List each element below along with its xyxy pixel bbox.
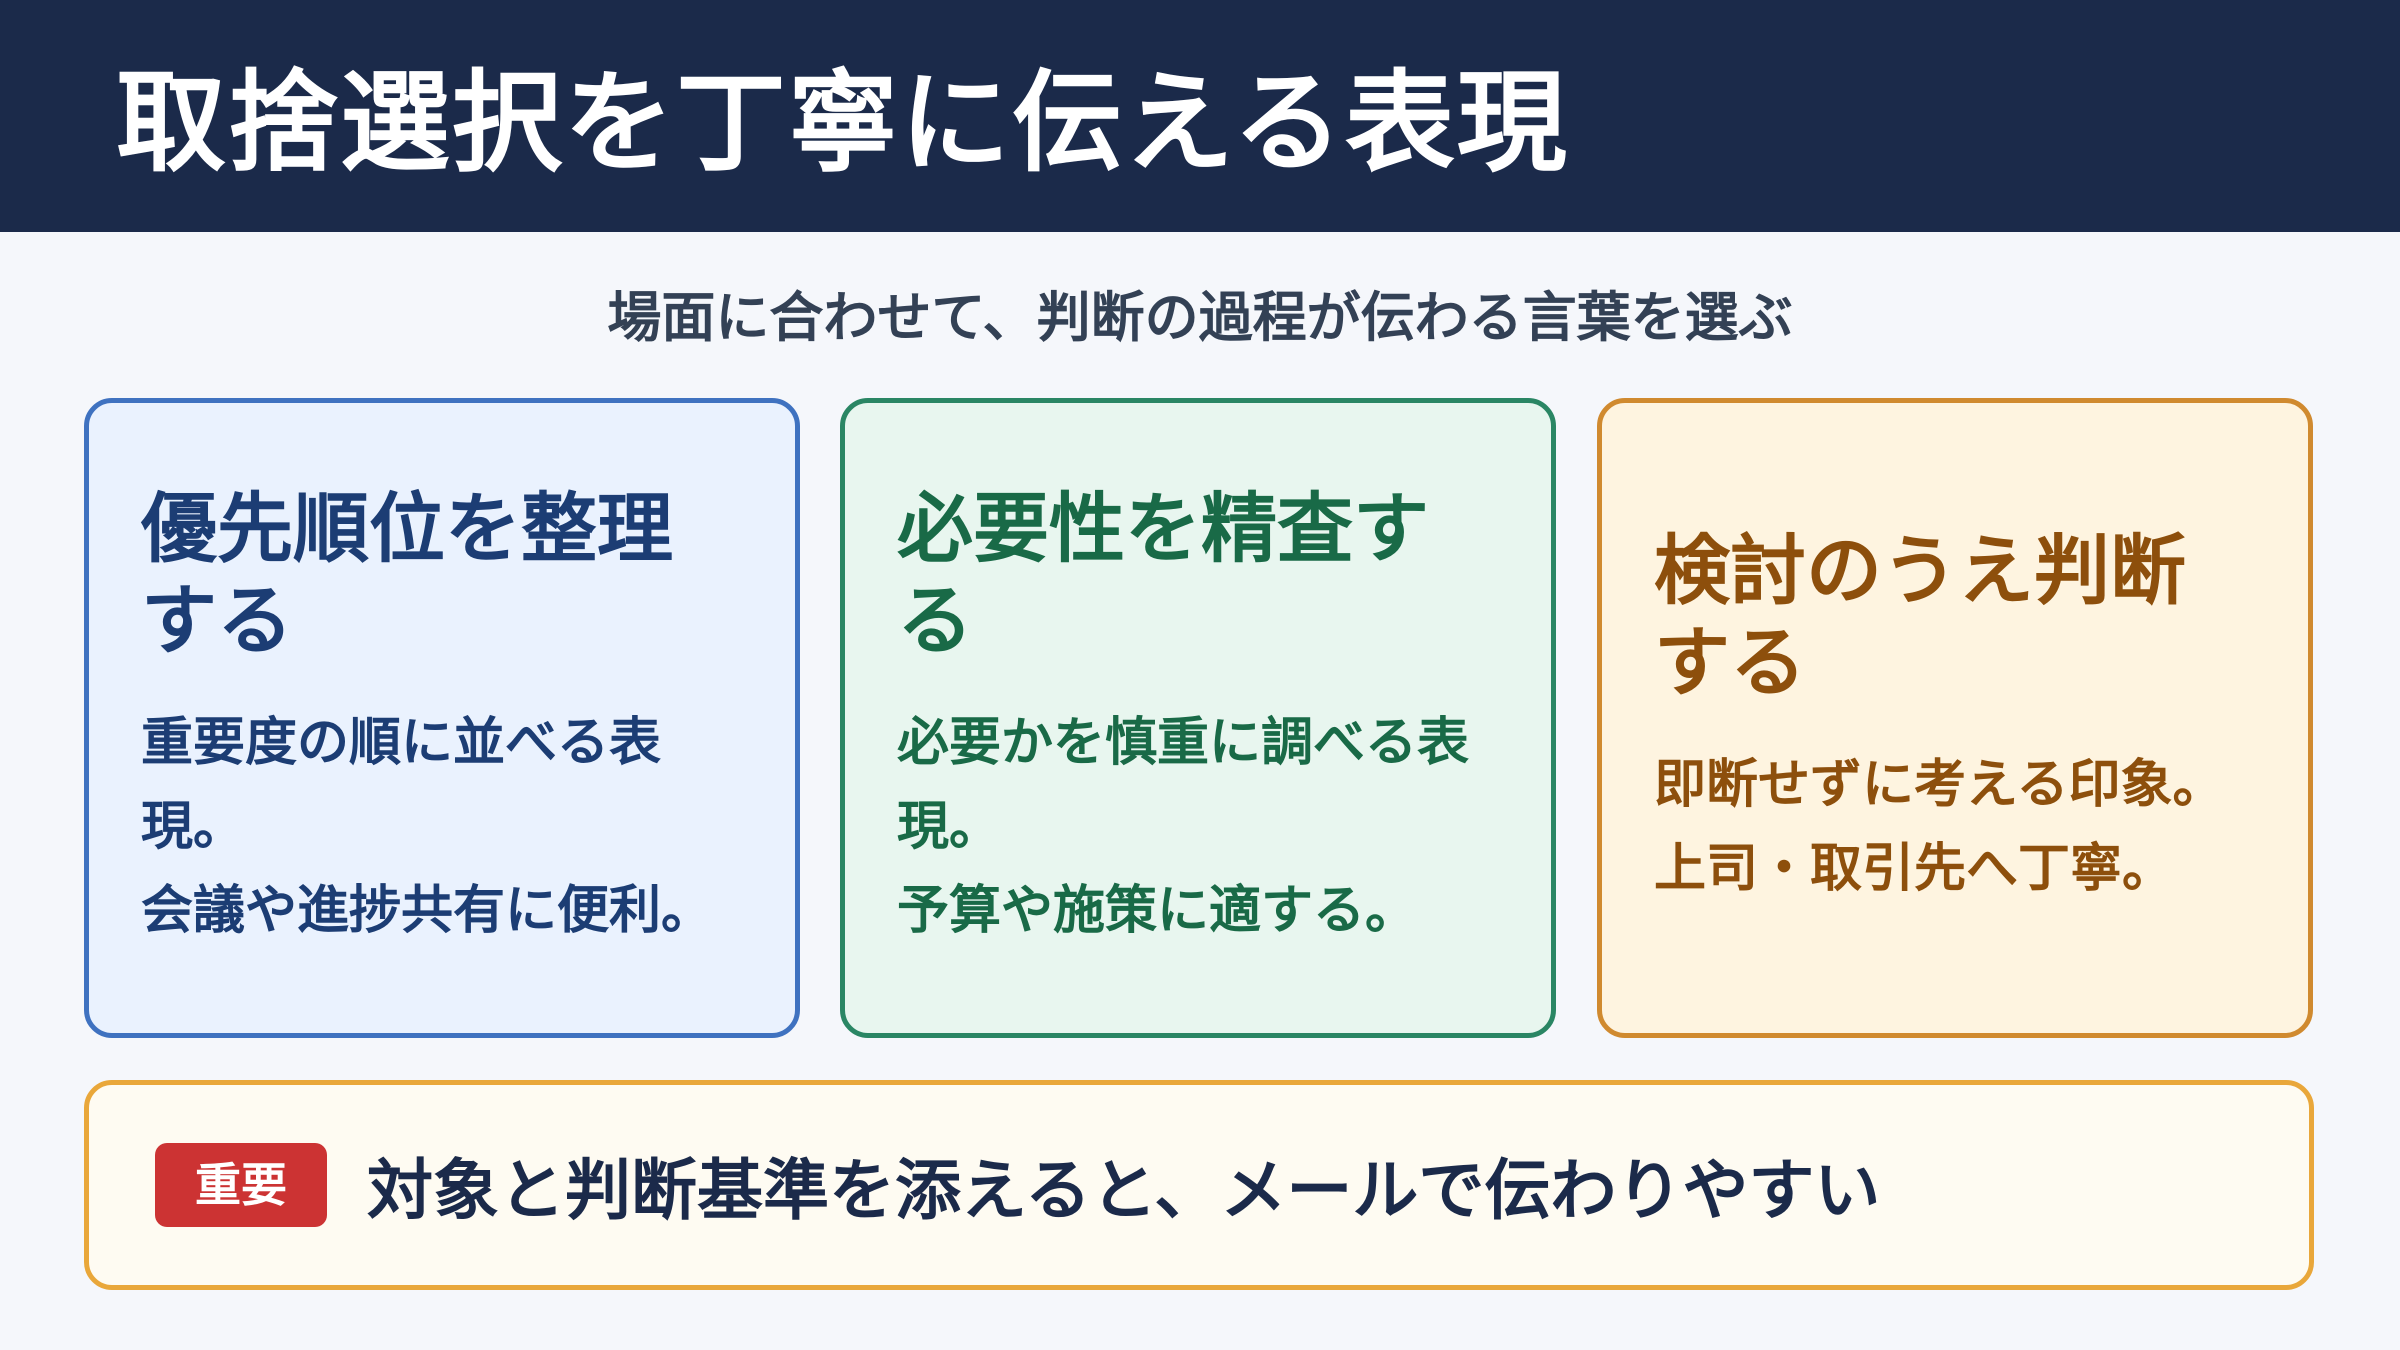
card-description-line: 会議や進捗共有に便利。	[141, 881, 714, 941]
card-description: 重要度の順に並べる表現。 会議や進捗共有に便利。	[141, 701, 743, 953]
card-title: 優先順位を整理する	[141, 484, 673, 665]
page-subtitle: 場面に合わせて、判断の過程が伝わる言葉を選ぶ	[607, 286, 1793, 349]
header-bar: 取捨選択を丁寧に伝える表現	[0, 0, 2400, 232]
card-prioritize: 優先順位を整理する 重要度の順に並べる表現。 会議や進捗共有に便利。	[84, 398, 800, 1038]
important-badge: 重要	[155, 1143, 327, 1227]
page-title: 取捨選択を丁寧に伝える表現	[116, 59, 1569, 187]
card-description-line: 即断せずに考える印象。	[1654, 755, 2225, 815]
important-note: 重要 対象と判断基準を添えると、メールで伝わりやすい	[84, 1080, 2314, 1290]
note-text: 対象と判断基準を添えると、メールで伝わりやすい	[367, 1152, 1881, 1229]
card-scrutinize: 必要性を精査する 必要かを慎重に調べる表現。 予算や施策に適する。	[840, 398, 1556, 1038]
card-description-line: 上司・取引先へ丁寧。	[1654, 839, 2175, 899]
card-description-line: 必要かを慎重に調べる表現。	[897, 713, 1470, 857]
card-title: 必要性を精査する	[897, 484, 1429, 665]
card-description-line: 予算や施策に適する。	[897, 881, 1418, 941]
card-description-line: 重要度の順に並べる表現。	[141, 713, 662, 857]
card-description: 即断せずに考える印象。 上司・取引先へ丁寧。	[1654, 743, 2256, 911]
card-consider: 検討のうえ判断する 即断せずに考える印象。 上司・取引先へ丁寧。	[1597, 398, 2313, 1038]
card-description: 必要かを慎重に調べる表現。 予算や施策に適する。	[897, 701, 1499, 953]
card-title: 検討のうえ判断する	[1654, 526, 2186, 707]
